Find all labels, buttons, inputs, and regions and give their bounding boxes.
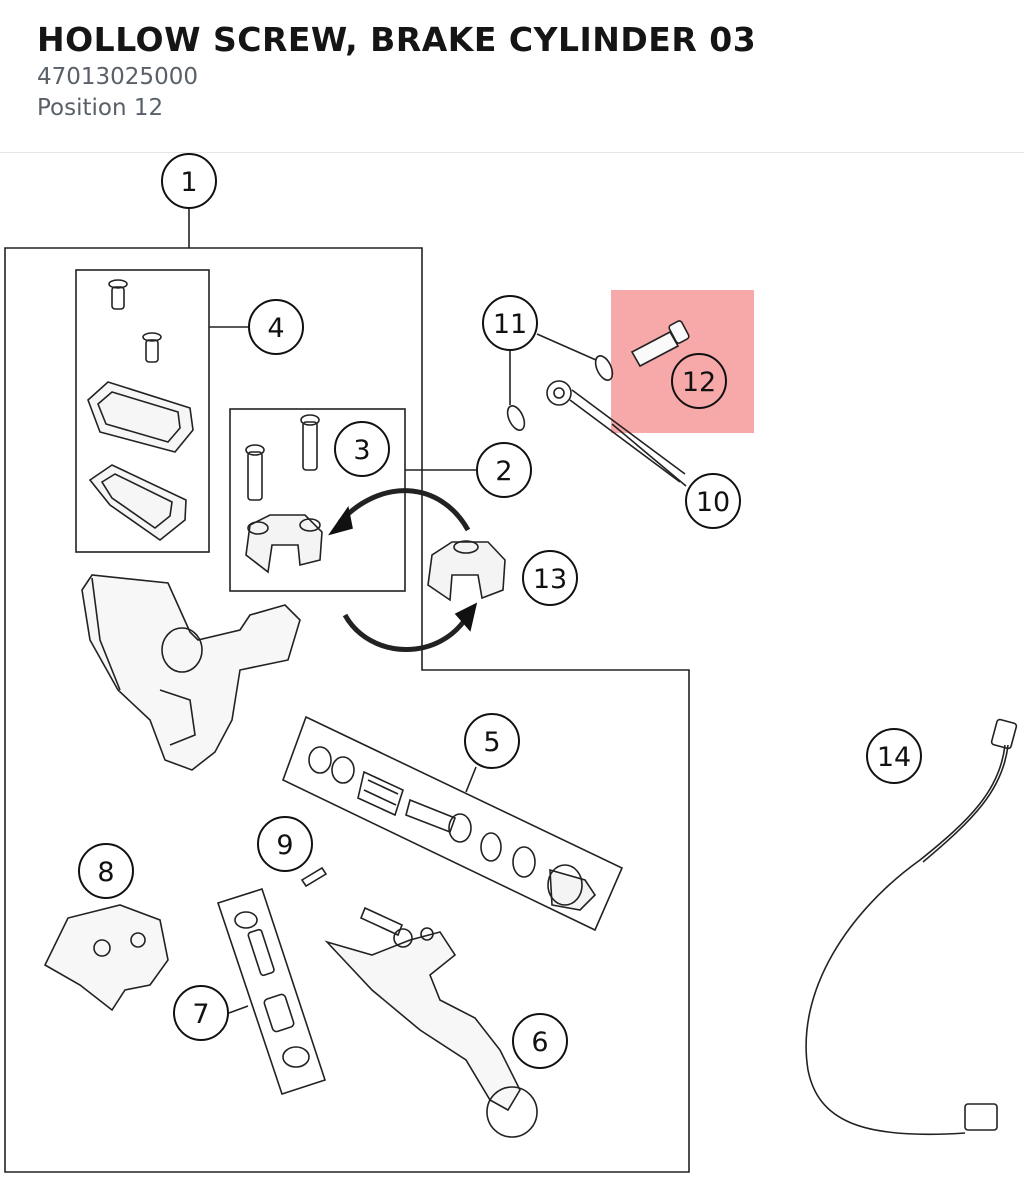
svg-text:6: 6 (531, 1027, 548, 1058)
svg-text:12: 12 (682, 367, 716, 398)
handlebar-clamp (245, 514, 323, 574)
callout-14[interactable]: 14 (866, 728, 922, 784)
clamp-screws (245, 414, 320, 501)
page-header: HOLLOW SCREW, BRAKE CYLINDER 03 47013025… (0, 0, 1024, 153)
clamp-13 (427, 540, 506, 602)
svg-text:11: 11 (493, 309, 527, 340)
callout-1[interactable]: 1 (161, 153, 217, 209)
svg-text:5: 5 (483, 727, 500, 758)
svg-text:3: 3 (353, 435, 370, 466)
svg-text:7: 7 (192, 999, 209, 1030)
brake-line (546, 380, 686, 483)
callout-11[interactable]: 11 (482, 295, 538, 351)
hollow-screw (630, 320, 690, 368)
svg-text:8: 8 (97, 857, 114, 888)
page-title: HOLLOW SCREW, BRAKE CYLINDER 03 (37, 20, 757, 59)
piston-components (308, 746, 597, 911)
exploded-parts-diagram[interactable]: 1 2 3 4 5 6 7 8 9 10 11 12 13 14 (0, 153, 1024, 1177)
assembly-outline (4, 247, 690, 1173)
svg-text:2: 2 (495, 456, 512, 487)
clamp-kit-box (229, 408, 406, 592)
reservoir-cap-kit-box (75, 269, 210, 553)
piston-kit-box (281, 715, 624, 932)
callout-7[interactable]: 7 (173, 985, 229, 1041)
lever-pivot-kit-box (216, 887, 327, 1096)
pivot-hardware (234, 911, 310, 1068)
svg-text:10: 10 (696, 487, 730, 518)
svg-text:14: 14 (877, 742, 911, 773)
rotation-arrow-top (338, 488, 471, 532)
callout-13[interactable]: 13 (522, 550, 578, 606)
callout-2[interactable]: 2 (476, 442, 532, 498)
callout-6[interactable]: 6 (512, 1013, 568, 1069)
callout-8[interactable]: 8 (78, 843, 134, 899)
callout-10[interactable]: 10 (685, 473, 741, 529)
svg-text:1: 1 (180, 167, 197, 198)
callout-9[interactable]: 9 (257, 816, 313, 872)
reservoir-cap (87, 381, 194, 453)
spring-pin (300, 866, 328, 888)
master-cylinder-body (81, 574, 301, 771)
svg-text:9: 9 (276, 830, 293, 861)
brake-lever (324, 906, 538, 1138)
rotation-arrow-bottom (342, 613, 471, 652)
callout-5[interactable]: 5 (464, 713, 520, 769)
svg-text:13: 13 (533, 564, 567, 595)
callout-12[interactable]: 12 (671, 353, 727, 409)
lever-cover (43, 904, 169, 1012)
reservoir-screws (108, 279, 162, 363)
part-number: 47013025000 (37, 64, 198, 90)
selected-part-highlight (611, 290, 754, 433)
callout-3[interactable]: 3 (334, 421, 390, 477)
svg-text:4: 4 (267, 313, 284, 344)
sealing-washers (506, 355, 614, 431)
brake-light-switch-cable (805, 718, 1018, 1136)
callout-4[interactable]: 4 (248, 299, 304, 355)
reservoir-diaphragm (88, 464, 187, 541)
position-label: Position 12 (37, 95, 164, 121)
